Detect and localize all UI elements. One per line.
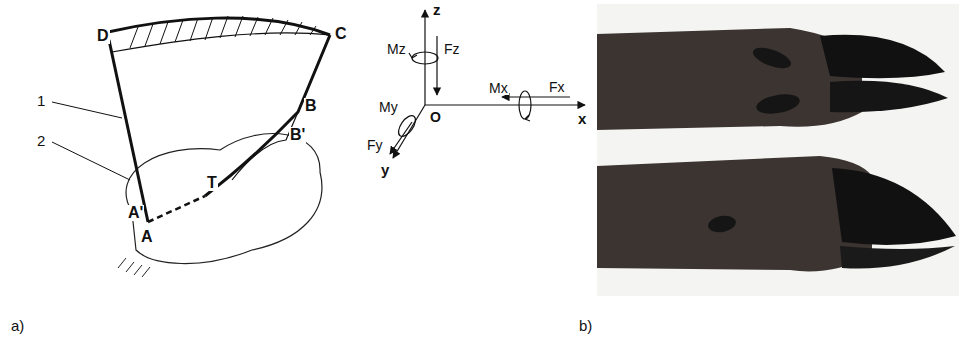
point-label: C xyxy=(334,26,348,42)
leader-line xyxy=(52,102,130,180)
origin-label: O xyxy=(429,110,442,124)
axis-label: z xyxy=(432,2,442,17)
point-label: A xyxy=(140,229,154,245)
callout-number: 1 xyxy=(36,93,46,108)
moment-label: Mx xyxy=(488,81,509,95)
blade-shape xyxy=(108,18,330,222)
coordinate-axes xyxy=(390,10,585,158)
moment-label: Mz xyxy=(386,42,407,56)
point-label: T xyxy=(206,175,218,191)
force-label: Fy xyxy=(366,138,384,152)
axis-label: y xyxy=(380,162,390,177)
support-body xyxy=(126,134,322,264)
panel-label: a) xyxy=(10,318,25,333)
callout-number: 2 xyxy=(36,133,46,148)
ground-hatch xyxy=(118,258,150,277)
force-label: Fz xyxy=(443,42,461,56)
point-label: B xyxy=(304,98,318,114)
force-label: Fx xyxy=(548,80,566,94)
point-label: A' xyxy=(127,205,144,221)
point-label: D xyxy=(96,28,110,44)
axis-label: x xyxy=(577,111,587,126)
panel-label: b) xyxy=(578,318,593,333)
moment-label: My xyxy=(378,100,399,114)
hoof-photo xyxy=(597,4,959,296)
point-label: B' xyxy=(289,127,306,143)
hatching xyxy=(130,16,316,48)
